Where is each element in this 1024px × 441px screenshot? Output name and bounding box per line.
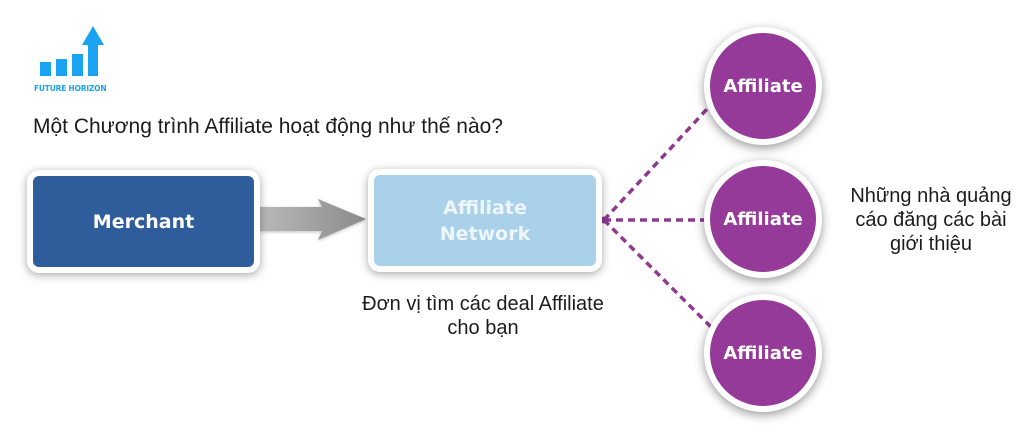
affiliate-label: Affiliate <box>723 75 803 97</box>
network-caption-line1: Đơn vị tìm các deal Affiliate <box>362 293 604 315</box>
brand-logo-text: FUTURE HORIZON <box>34 84 107 93</box>
network-caption-line2: cho bạn <box>447 317 519 339</box>
connector-junction-dot <box>600 216 608 224</box>
network-label-line2: Network <box>439 222 531 245</box>
affiliates-caption-line1: Những nhà quảng <box>850 185 1012 207</box>
merchant-label: Merchant <box>92 210 195 233</box>
affiliate-label: Affiliate <box>723 342 803 364</box>
merchant-to-network-arrow <box>260 199 366 240</box>
affiliate-network-node: Affiliate Network <box>368 169 602 272</box>
affiliates-caption: Những nhà quảng cáo đăng các bài giới th… <box>838 184 1024 256</box>
affiliate-node-3: Affiliate <box>704 294 822 412</box>
affiliate-label: Affiliate <box>723 208 803 230</box>
affiliates-caption-line2: cáo đăng các bài <box>855 209 1007 231</box>
network-to-affiliates-connectors <box>602 106 716 332</box>
network-caption: Đơn vị tìm các deal Affiliate cho bạn <box>330 292 636 340</box>
affiliate-node-1: Affiliate <box>704 27 822 145</box>
page-title: Một Chương trình Affiliate hoạt động như… <box>33 115 503 138</box>
affiliates-caption-line3: giới thiệu <box>889 233 973 255</box>
affiliate-node-2: Affiliate <box>704 160 822 278</box>
merchant-node: Merchant <box>27 170 260 273</box>
network-label-line1: Affiliate <box>443 196 527 219</box>
growth-bar-chart-arrow-icon <box>40 26 104 76</box>
